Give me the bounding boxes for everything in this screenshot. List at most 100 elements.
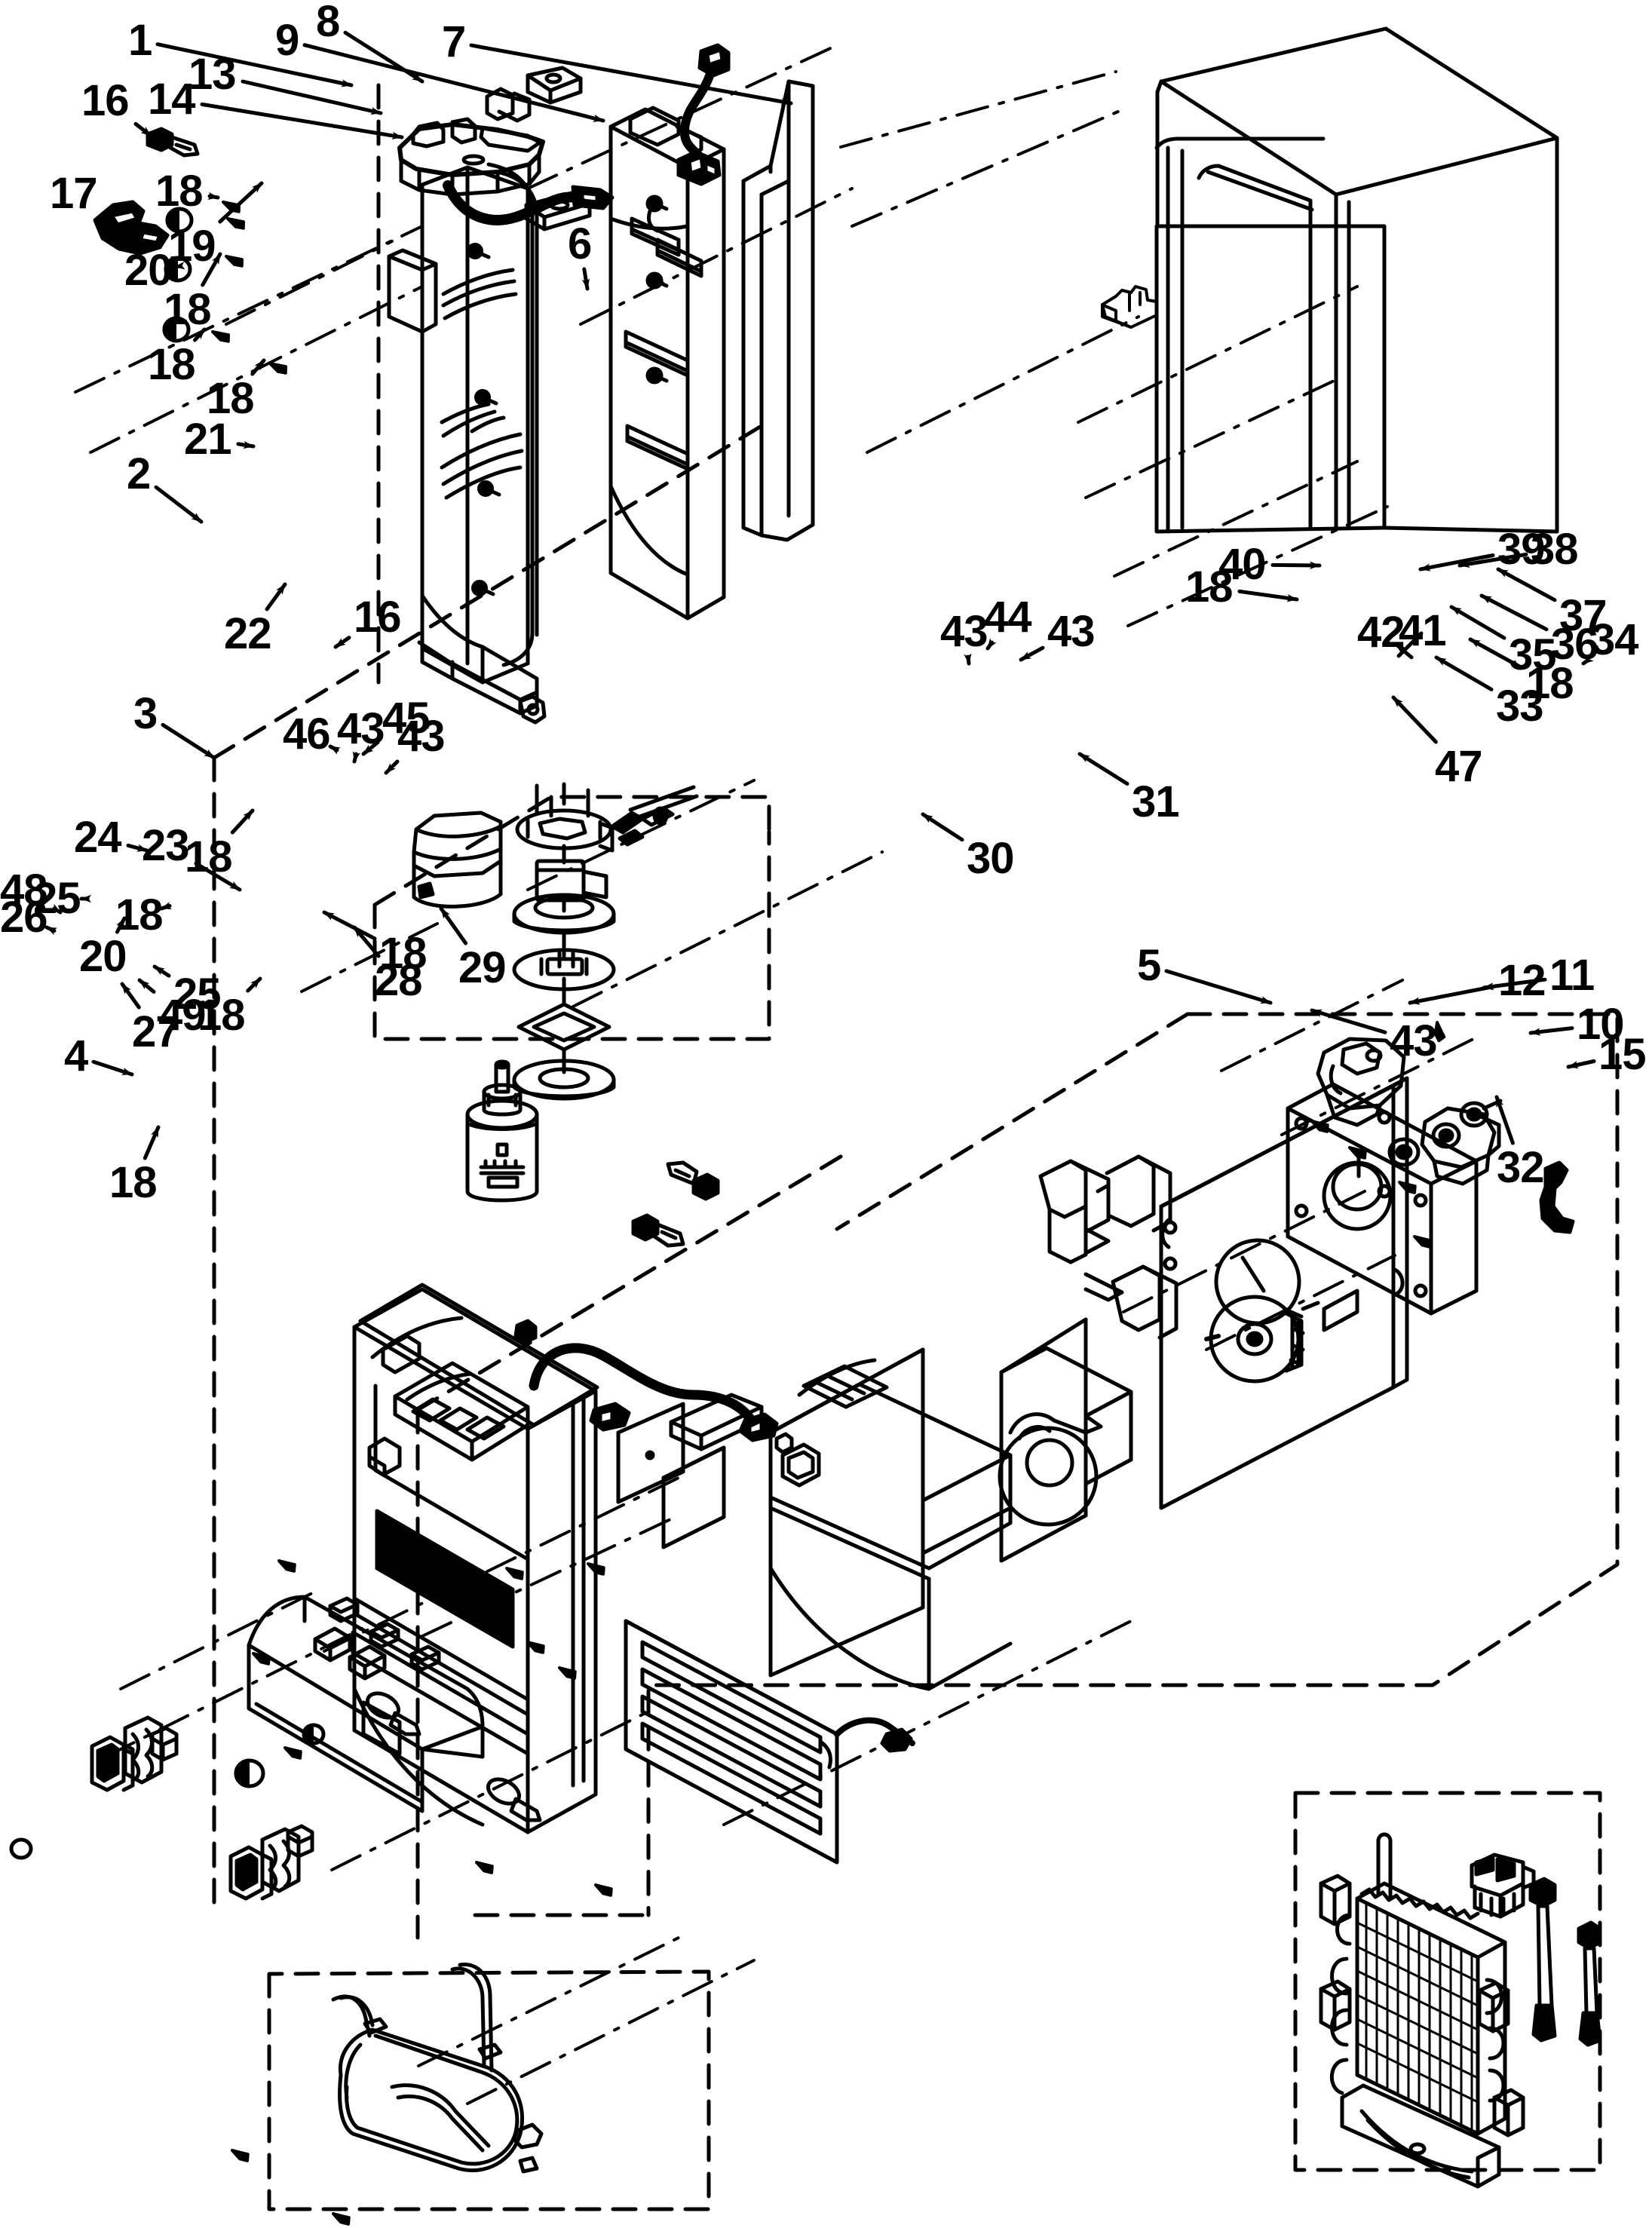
callout-number-37: 37	[1559, 591, 1608, 640]
door-gasket-strip	[741, 79, 815, 542]
callout-number-18: 18	[1526, 659, 1574, 708]
callout-number-47: 47	[1435, 742, 1483, 791]
leader-line-7	[469, 43, 793, 106]
callout-number-18: 18	[155, 167, 204, 216]
door-plug-caps	[162, 207, 194, 343]
callout-number-18: 18	[207, 374, 255, 423]
callout-number-22: 22	[224, 609, 272, 658]
leader-line-44	[985, 638, 997, 651]
callout-number-25: 25	[33, 874, 81, 923]
callout-number-30: 30	[967, 834, 1015, 883]
callout-number-18: 18	[148, 340, 196, 389]
callout-number-12: 12	[1498, 956, 1546, 1005]
callout-number-10: 10	[1577, 1000, 1625, 1049]
callout-number-13: 13	[188, 50, 237, 99]
refrigerator-cabinet	[1154, 26, 1559, 534]
callout-number-18: 18	[164, 285, 212, 334]
callout-number-20: 20	[79, 932, 127, 981]
leader-line-18	[1468, 637, 1524, 670]
leader-line-37	[1496, 567, 1557, 602]
leader-line-47	[1391, 695, 1438, 744]
callout-number-25: 25	[173, 970, 222, 1019]
callout-number-44: 44	[984, 593, 1032, 642]
insulation-pads	[616, 1393, 764, 1549]
leader-line-46	[328, 744, 341, 755]
callout-number-17: 17	[50, 169, 98, 218]
callout-number-43: 43	[1390, 1016, 1438, 1065]
drain-pan-screws	[228, 2146, 353, 2227]
clip-25-lower	[286, 1824, 314, 1859]
callout-number-19: 19	[168, 222, 216, 271]
harness-connectors-8	[676, 43, 731, 186]
callout-number-39: 39	[1497, 525, 1546, 574]
callout-number-27: 27	[132, 1007, 180, 1056]
callout-number-18: 18	[198, 991, 246, 1040]
leader-line-38	[1457, 552, 1528, 568]
callout-number-43: 43	[337, 704, 385, 753]
callout-number-21: 21	[184, 415, 232, 464]
leader-line-32	[1494, 1095, 1515, 1145]
leader-line-23	[194, 861, 242, 892]
cover-plates-top	[485, 66, 592, 231]
door-screws	[467, 243, 501, 596]
callout-number-23: 23	[142, 821, 190, 870]
leader-line-48	[50, 903, 63, 915]
switch-assembly-lower	[228, 1845, 274, 1901]
callout-number-43: 43	[940, 607, 988, 656]
evaporator-fan-motor	[1204, 1295, 1320, 1384]
callout-number-24: 24	[74, 813, 122, 862]
callout-number-46: 46	[283, 709, 331, 759]
callout-number-45: 45	[382, 694, 431, 743]
leader-line-43	[384, 759, 400, 775]
fan-shroud-31	[998, 1154, 1178, 1563]
leader-line-36	[1479, 593, 1549, 632]
leader-line-22	[265, 582, 287, 611]
callout-number-49: 49	[158, 991, 207, 1040]
callout-number-36: 36	[1551, 620, 1599, 669]
bushings-grommets	[1387, 1099, 1503, 1167]
leader-line-1	[155, 42, 354, 87]
callout-number-48: 48	[0, 866, 48, 915]
leader-line-14	[200, 102, 404, 140]
callout-number-16: 16	[81, 76, 130, 125]
water-valve-stack	[512, 782, 699, 1101]
leader-line-31	[1077, 752, 1129, 786]
leader-line-24	[126, 843, 149, 853]
callout-number-20: 20	[124, 246, 173, 295]
callout-number-7: 7	[442, 17, 466, 66]
leader-line-18	[1237, 589, 1299, 602]
leader-line-45	[361, 740, 380, 756]
cabinet-hinge-6	[1101, 285, 1158, 329]
callout-number-2: 2	[127, 449, 151, 498]
leader-line-15	[1566, 1059, 1596, 1069]
clip-25-upper	[150, 1726, 179, 1762]
inner-door-liner	[608, 106, 726, 621]
callout-number-18: 18	[185, 832, 233, 881]
lamp-bulb-top	[146, 127, 200, 158]
leader-line-18	[143, 1125, 161, 1160]
harness-connectors-46	[513, 1319, 779, 1442]
leader-line-43	[964, 653, 972, 666]
callout-number-18: 18	[1185, 562, 1234, 611]
leader-line-4	[91, 1059, 134, 1077]
callout-number-18: 18	[379, 929, 428, 978]
temp-sensor-15	[1577, 1920, 1602, 2047]
callout-number-34: 34	[1591, 615, 1639, 664]
leader-line-13	[241, 79, 383, 115]
callout-number-6: 6	[568, 219, 592, 268]
leader-line-25	[152, 964, 171, 978]
leader-line-39	[1418, 553, 1495, 572]
callout-number-31: 31	[1132, 777, 1180, 826]
callout-number-1: 1	[128, 16, 152, 65]
callout-number-5: 5	[1137, 941, 1161, 990]
leader-line-18	[201, 252, 222, 287]
callout-number-16: 16	[354, 593, 402, 642]
door-handle	[93, 200, 170, 256]
callout-number-28: 28	[375, 956, 423, 1005]
leader-line-6	[581, 267, 590, 291]
leader-line-9	[302, 43, 605, 123]
dispenser-cover-24	[247, 1595, 485, 1813]
rear-cover-grille-29	[624, 1619, 915, 1865]
